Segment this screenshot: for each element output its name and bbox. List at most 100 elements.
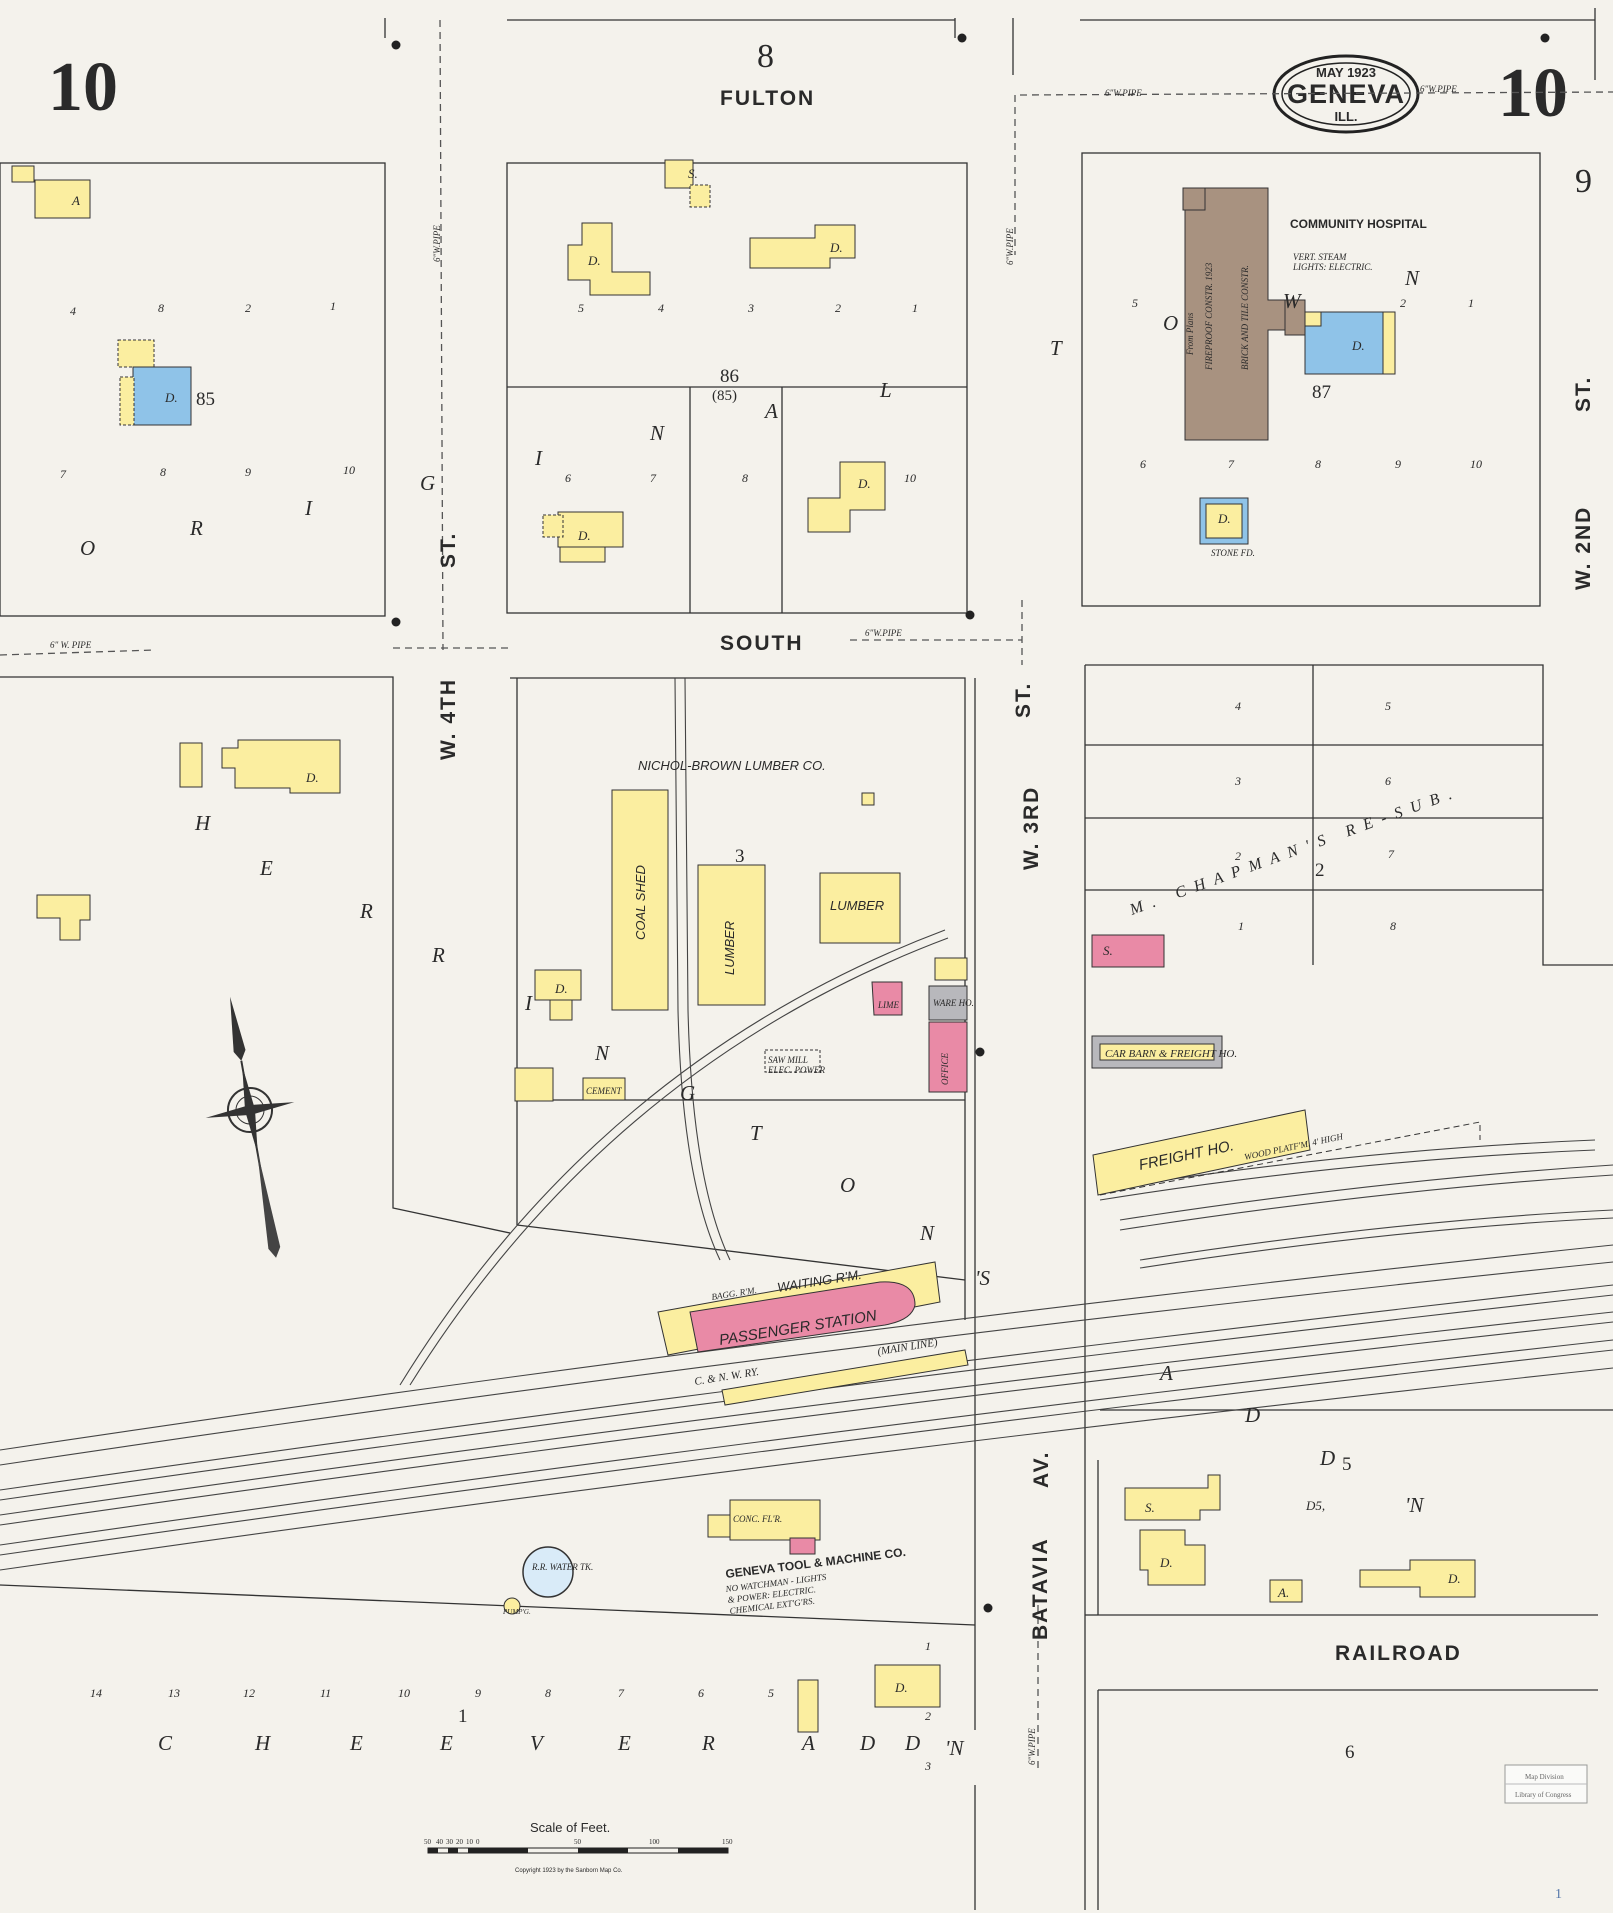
scale-segment	[448, 1848, 458, 1853]
cheevers-letters: C H E E V E R A D D 'N	[158, 1731, 964, 1760]
addition-letter: A	[1158, 1361, 1173, 1385]
svg-text:D.: D.	[1447, 1571, 1461, 1586]
addition-letter: L	[879, 378, 892, 402]
block-number-86: 86	[720, 366, 739, 387]
building-shed	[664, 159, 694, 189]
svg-text:A: A	[71, 193, 80, 208]
library-stamp: Map Division Library of Congress	[1504, 1764, 1588, 1804]
addition-letter: H	[194, 811, 212, 835]
svg-text:1: 1	[1468, 296, 1474, 310]
street-fulton: FULTON	[720, 87, 815, 110]
block-number-8: 8	[757, 38, 774, 75]
track	[0, 1349, 1613, 1556]
lumber-label: LUMBER	[830, 898, 884, 913]
svg-text:A.: A.	[1277, 1585, 1289, 1600]
building-porch	[119, 376, 135, 426]
svg-text:D.: D.	[829, 240, 843, 255]
svg-text:9: 9	[245, 465, 251, 479]
cartouche-inner	[1281, 62, 1411, 126]
street-w2nd-suffix: ST.	[1572, 376, 1595, 412]
water-tank	[522, 1546, 574, 1598]
svg-text:6: 6	[1140, 457, 1146, 471]
block-2-outline	[1085, 664, 1613, 966]
svg-text:1: 1	[925, 1639, 931, 1653]
block-number-6: 6	[1345, 1742, 1355, 1763]
building-stone-dwelling	[132, 366, 192, 426]
spur-lumber-yard	[674, 677, 721, 1261]
svg-text:D.: D.	[1217, 511, 1231, 526]
scale-segment	[678, 1848, 728, 1853]
svg-text:5: 5	[1385, 699, 1391, 713]
building-dwelling	[749, 224, 856, 269]
building-dwelling	[1139, 1529, 1206, 1586]
street-w4th: W. 4TH	[437, 678, 460, 760]
addition-letter: O	[840, 1173, 855, 1197]
track	[0, 1321, 1613, 1526]
water-pipes	[0, 19, 1613, 1770]
svg-text:D5,: D5,	[1305, 1498, 1325, 1513]
addition-letter: R	[431, 943, 445, 967]
building-office	[928, 1021, 968, 1093]
block-number-2: 2	[1315, 860, 1325, 881]
svg-text:7: 7	[1388, 847, 1395, 861]
addition-letter: T	[750, 1121, 763, 1145]
addition-letter: R	[189, 516, 203, 540]
block-3-outline	[510, 677, 966, 1320]
scale-tick: 10	[466, 1838, 474, 1846]
svg-text:S.: S.	[1103, 943, 1113, 958]
addition-letter: V	[530, 1731, 545, 1755]
street-batavia: BATAVIA	[1029, 1537, 1052, 1640]
pipe-label: 6"W.PIPE	[865, 628, 902, 638]
addition-letter: D	[904, 1731, 920, 1755]
addition-letter: A	[763, 399, 778, 423]
block-87	[1081, 152, 1541, 607]
svg-text:9: 9	[1395, 457, 1401, 471]
pump-house	[503, 1597, 521, 1615]
building-auto	[1269, 1579, 1303, 1603]
building-shed	[514, 1067, 554, 1102]
addition-letter: T	[1050, 336, 1063, 360]
hospital-from-plans: From Plans	[1185, 312, 1195, 356]
scale-tick: 50	[574, 1838, 582, 1846]
siding	[1119, 1174, 1613, 1231]
pipe-labels: 6" W. PIPE 6"W.PIPE 6"W.PIPE 6"W.PIPE 6"…	[50, 84, 1457, 1765]
concrete-floor: CONC. FL'R.	[733, 1514, 782, 1524]
addition-letter: H	[254, 1731, 272, 1755]
pipe-label: 6"W.PIPE	[1005, 228, 1015, 265]
scale-segment	[478, 1848, 528, 1853]
svg-text:11: 11	[320, 1686, 331, 1700]
addition-letter: N	[919, 1221, 935, 1245]
office-label: OFFICE	[940, 1053, 950, 1085]
addition-letter: E	[617, 1731, 631, 1755]
scale-tick: 20	[456, 1838, 464, 1846]
building-garage	[1205, 503, 1243, 539]
scale-tick: 150	[722, 1838, 733, 1846]
hydrant	[983, 1603, 993, 1613]
svg-text:5: 5	[578, 301, 584, 315]
svg-text:2: 2	[1235, 849, 1241, 863]
coal-shed-label: COAL SHED	[633, 865, 648, 940]
addition-letter: 'N	[1405, 1493, 1424, 1517]
street-w2nd: W. 2ND	[1572, 506, 1595, 590]
svg-text:1: 1	[912, 301, 918, 315]
hydrant	[391, 40, 401, 50]
svg-text:4: 4	[658, 301, 664, 315]
building-dwelling	[557, 511, 624, 548]
svg-text:2: 2	[925, 1709, 931, 1723]
scale-segment	[428, 1848, 438, 1853]
svg-text:8: 8	[158, 301, 164, 315]
scale-tick: 50	[424, 1838, 432, 1846]
block-numbers: 8 9 85 86 (85) 87 3 2 5 1 6	[196, 38, 1592, 1763]
platform-south	[721, 1349, 969, 1406]
svg-text:6: 6	[1385, 774, 1391, 788]
svg-text:7: 7	[60, 467, 67, 481]
addition-letter: G	[420, 471, 435, 495]
svg-text:D.: D.	[305, 770, 319, 785]
north-arrow	[205, 996, 295, 1258]
siding	[1119, 1164, 1613, 1221]
building-dwelling	[807, 461, 886, 533]
stamp-line-2: Library of Congress	[1515, 1791, 1572, 1799]
addition-letter: N	[1404, 266, 1420, 290]
svg-text:7: 7	[650, 471, 657, 485]
